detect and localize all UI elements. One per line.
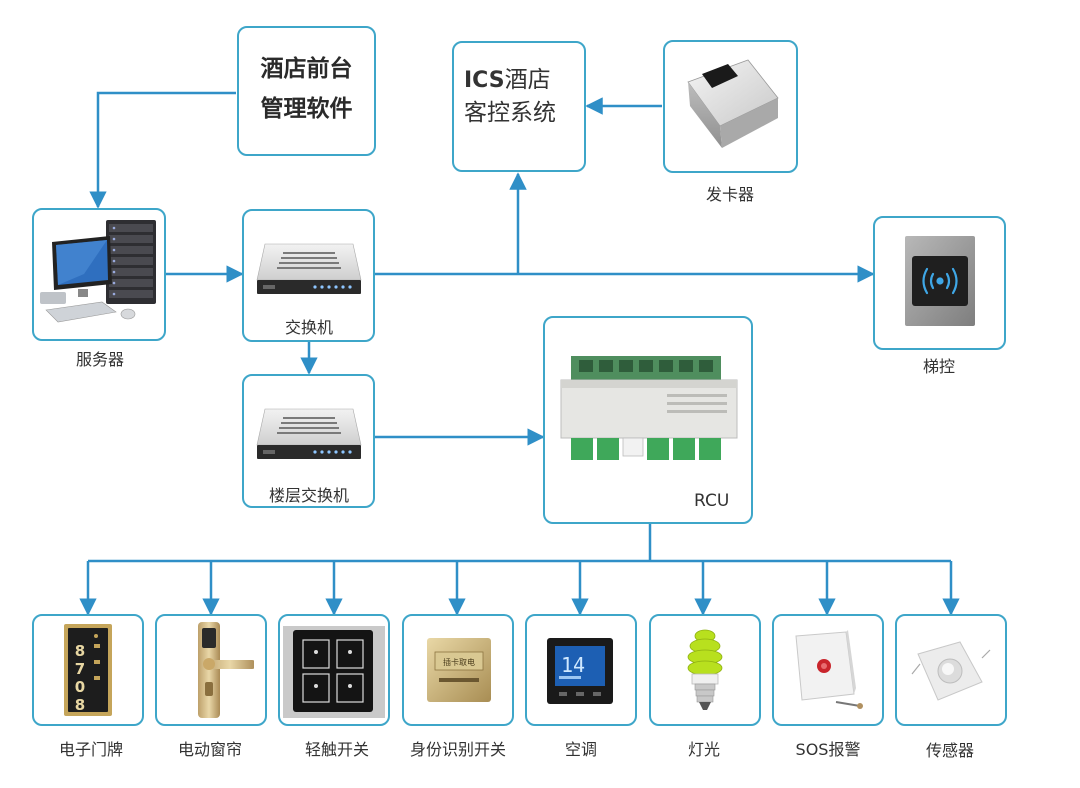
door-plate-digit-4: 8: [75, 696, 85, 714]
device-label-curtain: 电动窗帘: [177, 740, 243, 759]
thermostat-icon: 14: [547, 638, 613, 704]
switch-label: 交换机: [284, 318, 334, 337]
elevator-control-label: 梯控: [922, 357, 956, 376]
ics-line1-rest: 酒店: [504, 67, 551, 93]
motion-sensor-icon: [911, 641, 991, 701]
device-label-air-conditioner: 空调: [564, 740, 598, 759]
server-computer-icon: [40, 220, 156, 323]
ics-system-box: [452, 41, 586, 172]
front-desk-line1: 酒店前台: [260, 56, 353, 82]
front-desk-line2: 管理软件: [260, 96, 353, 122]
server-label: 服务器: [75, 350, 125, 369]
device-label-touch-switch: 轻触开关: [304, 740, 370, 759]
elevator-card-reader-icon: [905, 236, 975, 326]
floor-switch-device-icon: [256, 408, 362, 459]
thermostat-value: 14: [561, 653, 585, 677]
front-desk-software-title: 酒店前台 管理软件: [237, 49, 376, 129]
card-issuer-icon: [687, 59, 779, 148]
door-plate-icon: 8 7 0 8: [64, 624, 112, 716]
switch-device-icon: [256, 243, 362, 294]
sos-alarm-button-icon: [795, 630, 863, 709]
rcu-controller-icon: [560, 356, 738, 460]
floor-switch-label: 楼层交换机: [268, 486, 350, 505]
rcu-label: RCU: [694, 491, 730, 511]
card-switch-text: 插卡取电: [443, 657, 475, 667]
electric-curtain-icon: [198, 622, 254, 718]
device-label-sensor: 传感器: [925, 741, 975, 760]
door-plate-digit-1: 8: [75, 642, 85, 660]
door-plate-digit-2: 7: [75, 660, 85, 678]
ics-prefix: ICS: [464, 68, 505, 93]
ics-line2: 客控系统: [464, 100, 556, 126]
card-issuer-label: 发卡器: [705, 185, 755, 204]
door-plate-digit-3: 0: [75, 678, 85, 696]
front-desk-software-box: [237, 26, 376, 156]
device-label-light: 灯光: [687, 740, 721, 759]
touch-switch-icon: [283, 626, 385, 718]
device-label-id-switch: 身份识别开关: [409, 740, 507, 759]
device-label-sos-alarm: SOS报警: [795, 740, 861, 759]
energy-saving-bulb-icon: [687, 629, 723, 710]
device-box-id-switch: [402, 614, 514, 726]
id-card-switch-icon: 插卡取电: [427, 638, 491, 702]
device-label-door-plate: 电子门牌: [58, 740, 124, 759]
ics-system-title: ICS酒店 客控系统: [464, 64, 556, 130]
